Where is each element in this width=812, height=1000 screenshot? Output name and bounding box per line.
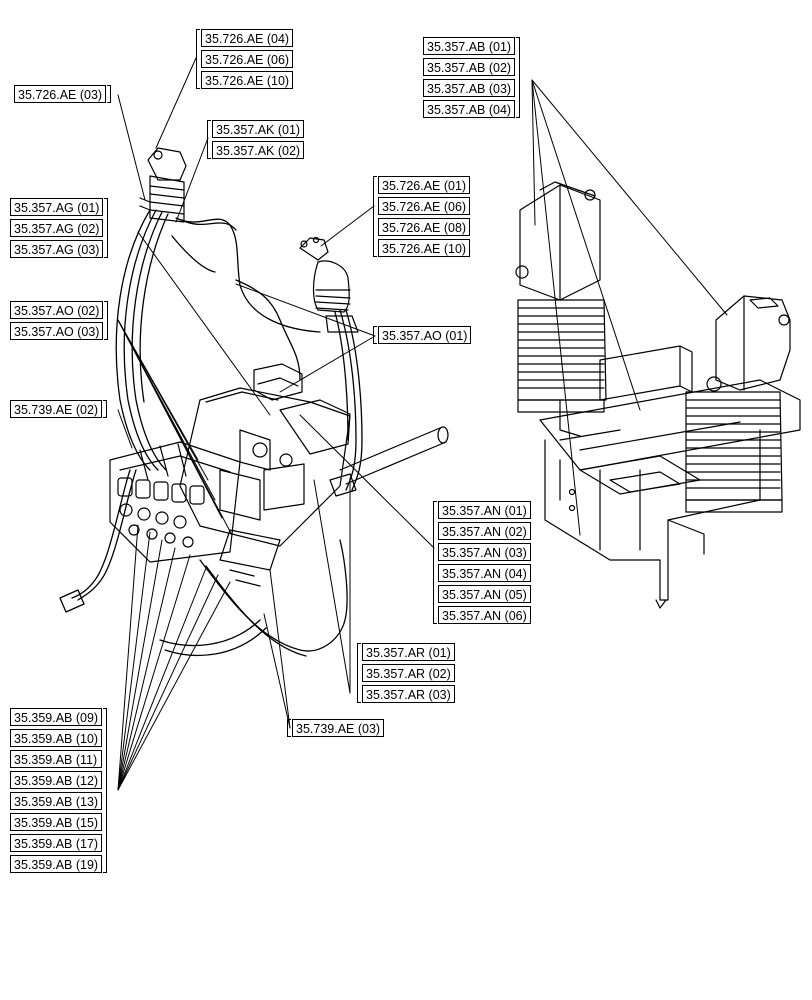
label-bracket — [104, 198, 109, 258]
ref-group-35726ae-03: 35.726.AE (03) — [14, 85, 112, 103]
ref-label[interactable]: 35.726.AE (01) — [378, 176, 471, 194]
ref-label[interactable]: 35.359.AB (15) — [10, 813, 103, 831]
ref-label[interactable]: 35.357.AR (02) — [362, 664, 455, 682]
ref-label[interactable]: 35.726.AE (03) — [14, 85, 107, 103]
joystick-console-right — [515, 181, 801, 609]
ref-label[interactable]: 35.739.AE (02) — [10, 400, 103, 418]
ref-group-35739ae-03: 35.739.AE (03) — [287, 719, 385, 737]
label-bracket — [103, 708, 108, 873]
hose-bundle — [59, 209, 363, 657]
ref-label[interactable]: 35.357.AK (01) — [212, 120, 305, 138]
ref-label[interactable]: 35.726.AE (06) — [378, 197, 471, 215]
ref-label[interactable]: 35.359.AB (19) — [10, 855, 103, 873]
ref-label[interactable]: 35.726.AE (06) — [201, 50, 294, 68]
ref-label[interactable]: 35.357.AR (01) — [362, 643, 455, 661]
ref-label[interactable]: 35.357.AG (01) — [10, 198, 104, 216]
ref-label[interactable]: 35.726.AE (04) — [201, 29, 294, 47]
ref-label[interactable]: 35.359.AB (12) — [10, 771, 103, 789]
label-bracket — [433, 501, 437, 624]
ref-label[interactable]: 35.357.AO (03) — [10, 322, 104, 340]
leader-lines — [117, 57, 728, 791]
ref-label[interactable]: 35.357.AK (02) — [212, 141, 305, 159]
ref-label[interactable]: 35.357.AB (01) — [423, 37, 516, 55]
ref-label[interactable]: 35.357.AN (03) — [438, 543, 531, 561]
ref-label[interactable]: 35.359.AB (17) — [10, 834, 103, 852]
ref-label[interactable]: 35.357.AN (01) — [438, 501, 531, 519]
ref-label[interactable]: 35.359.AB (11) — [10, 750, 103, 768]
ref-group-35357ak: 35.357.AK (01) 35.357.AK (02) — [207, 120, 305, 159]
ref-label[interactable]: 35.357.AR (03) — [362, 685, 455, 703]
ref-label[interactable]: 35.359.AB (09) — [10, 708, 103, 726]
ref-label[interactable]: 35.357.AG (03) — [10, 240, 104, 258]
ref-label[interactable]: 35.726.AE (10) — [378, 239, 471, 257]
ref-label[interactable]: 35.739.AE (03) — [292, 719, 385, 737]
ref-group-35739ae-02: 35.739.AE (02) — [10, 400, 108, 418]
ref-group-35359ab: 35.359.AB (09) 35.359.AB (10) 35.359.AB … — [10, 708, 108, 873]
ref-label[interactable]: 35.357.AB (03) — [423, 79, 516, 97]
ref-group-35357ar: 35.357.AR (01) 35.357.AR (02) 35.357.AR … — [357, 643, 455, 703]
label-bracket — [207, 120, 211, 159]
label-bracket — [516, 37, 521, 118]
ref-label[interactable]: 35.357.AO (02) — [10, 301, 104, 319]
ref-label[interactable]: 35.357.AO (01) — [378, 326, 472, 344]
ref-label[interactable]: 35.357.AG (02) — [10, 219, 104, 237]
ref-label[interactable]: 35.726.AE (10) — [201, 71, 294, 89]
label-bracket — [103, 400, 108, 418]
ref-label[interactable]: 35.359.AB (13) — [10, 792, 103, 810]
ref-label[interactable]: 35.357.AB (04) — [423, 100, 516, 118]
label-bracket — [373, 326, 377, 344]
middle-joystick — [299, 236, 359, 333]
ref-label[interactable]: 35.357.AN (04) — [438, 564, 531, 582]
label-bracket — [107, 85, 112, 103]
control-valve-block — [109, 363, 357, 587]
ref-label[interactable]: 35.357.AN (05) — [438, 585, 531, 603]
ref-group-35357ab: 35.357.AB (01) 35.357.AB (02) 35.357.AB … — [423, 37, 521, 118]
ref-label[interactable]: 35.357.AN (06) — [438, 606, 531, 624]
ref-label[interactable]: 35.726.AE (08) — [378, 218, 471, 236]
left-joystick-upper — [139, 147, 187, 223]
label-bracket — [373, 176, 377, 257]
ref-label[interactable]: 35.359.AB (10) — [10, 729, 103, 747]
ref-group-35357ag: 35.357.AG (01) 35.357.AG (02) 35.357.AG … — [10, 198, 109, 258]
label-bracket — [287, 719, 291, 737]
ref-group-35357an: 35.357.AN (01) 35.357.AN (02) 35.357.AN … — [433, 501, 531, 624]
label-bracket — [196, 29, 200, 89]
label-bracket — [104, 301, 109, 340]
ref-group-35357ao-02-03: 35.357.AO (02) 35.357.AO (03) — [10, 301, 109, 340]
label-bracket — [357, 643, 361, 703]
ref-group-35726ae-01-06-08-10: 35.726.AE (01) 35.726.AE (06) 35.726.AE … — [373, 176, 471, 257]
ref-group-35357ao-01: 35.357.AO (01) — [373, 326, 472, 344]
ref-label[interactable]: 35.357.AN (02) — [438, 522, 531, 540]
ref-group-35726ae-04-06-10: 35.726.AE (04) 35.726.AE (06) 35.726.AE … — [196, 29, 294, 89]
ref-label[interactable]: 35.357.AB (02) — [423, 58, 516, 76]
